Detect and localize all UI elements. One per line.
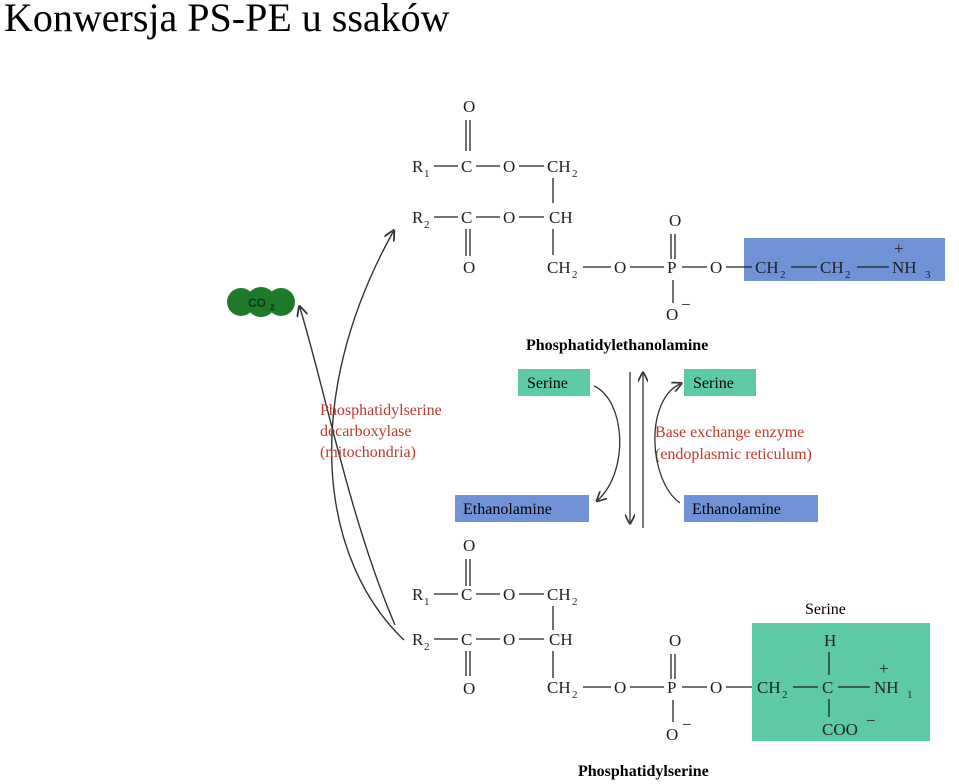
svg-text:O: O: [463, 536, 475, 555]
svg-text:C: C: [461, 585, 472, 604]
svg-text:2: 2: [572, 596, 578, 608]
atom-nh3: NH: [892, 258, 917, 277]
svg-text:(mitochondria): (mitochondria): [320, 444, 416, 461]
ethanolamine-left-box: [455, 495, 589, 522]
svg-text:CO: CO: [248, 296, 266, 310]
svg-text:2: 2: [572, 689, 578, 701]
serine-head-box: [752, 623, 930, 741]
svg-text:2: 2: [782, 689, 788, 701]
svg-text:O: O: [463, 679, 475, 698]
atom-o: O: [463, 97, 475, 116]
molecule-name-pe: Phosphatidylethanolamine: [526, 337, 708, 354]
svg-text:1: 1: [907, 689, 913, 701]
atom-c: C: [461, 157, 472, 176]
svg-text:CH: CH: [757, 678, 781, 697]
atom-p: P: [667, 258, 676, 277]
atom-o: O: [614, 258, 626, 277]
svg-text:3: 3: [925, 269, 931, 281]
atom-o: O: [710, 258, 722, 277]
atom-ch2: CH: [755, 258, 779, 277]
ethanolamine-right-box: [684, 495, 818, 522]
svg-text:(endoplasmic reticulum): (endoplasmic reticulum): [655, 446, 812, 463]
charge-plus: +: [894, 239, 904, 258]
phosphatidylserine-structure: Serine O R 1 C O CH 2 R 2 C O CH O O CH …: [412, 536, 930, 780]
svg-text:CH: CH: [547, 585, 571, 604]
svg-text:O: O: [614, 678, 626, 697]
molecule-name-ps: Phosphatidylserine: [578, 763, 709, 780]
atom-ch: CH: [549, 208, 573, 227]
svg-text:Serine: Serine: [693, 375, 734, 392]
svg-text:H: H: [824, 631, 836, 650]
ethanolamine-head-box: [744, 238, 945, 281]
svg-text:C: C: [461, 630, 472, 649]
atom-o: O: [463, 258, 475, 277]
svg-text:NH: NH: [874, 678, 899, 697]
svg-text:R: R: [412, 585, 424, 604]
decarboxylase-arrow: [330, 232, 405, 641]
svg-text:+: +: [879, 659, 889, 678]
svg-text:2: 2: [424, 219, 430, 231]
atom-r: R: [412, 208, 424, 227]
atom-o: O: [503, 157, 515, 176]
serine-right-box: [684, 369, 756, 396]
svg-text:2: 2: [572, 168, 578, 180]
atom-o: O: [503, 208, 515, 227]
svg-text:2: 2: [424, 641, 430, 653]
svg-text:decarboxylase: decarboxylase: [320, 423, 412, 440]
svg-text:C: C: [822, 678, 833, 697]
svg-text:1: 1: [424, 168, 430, 180]
svg-text:Ethanolamine: Ethanolamine: [692, 501, 781, 518]
svg-text:O: O: [666, 725, 678, 744]
atom-o-minus: O: [666, 305, 678, 324]
svg-text:2: 2: [845, 269, 851, 281]
svg-text:2: 2: [780, 269, 786, 281]
atom-ch2: CH: [820, 258, 844, 277]
slide-title: Konwersja PS-PE u ssaków: [4, 0, 450, 40]
co2-molecule: CO 2: [227, 287, 295, 317]
svg-text:O: O: [669, 631, 681, 650]
svg-text:R: R: [412, 630, 424, 649]
svg-text:1: 1: [424, 596, 430, 608]
svg-text:2: 2: [572, 269, 578, 281]
atom-ch2: CH: [547, 258, 571, 277]
atom-r: R: [412, 157, 424, 176]
serine-head-label: Serine: [805, 601, 846, 618]
atom-ch2: CH: [547, 157, 571, 176]
co2-release-arrow: [300, 308, 396, 626]
atom-o: O: [669, 211, 681, 230]
svg-text:P: P: [667, 678, 676, 697]
serine-left-box: [518, 369, 590, 396]
svg-text:−: −: [681, 295, 691, 314]
svg-text:2: 2: [270, 303, 275, 312]
svg-text:−: −: [682, 715, 692, 734]
svg-text:COO: COO: [822, 720, 858, 739]
svg-text:O: O: [503, 585, 515, 604]
decarboxylase-label: Phosphatidylserine: [320, 402, 442, 419]
svg-text:CH: CH: [547, 678, 571, 697]
svg-text:O: O: [503, 630, 515, 649]
svg-text:O: O: [710, 678, 722, 697]
base-exchange-enzyme-label: Base exchange enzyme: [655, 424, 804, 441]
svg-text:Ethanolamine: Ethanolamine: [463, 501, 552, 518]
svg-text:Serine: Serine: [527, 375, 568, 392]
atom-c: C: [461, 208, 472, 227]
phosphatidylethanolamine-structure: O R 1 C O CH 2 R 2 C O CH O O CH 2 O: [412, 97, 945, 354]
svg-text:−: −: [866, 711, 876, 730]
svg-text:CH: CH: [549, 630, 573, 649]
